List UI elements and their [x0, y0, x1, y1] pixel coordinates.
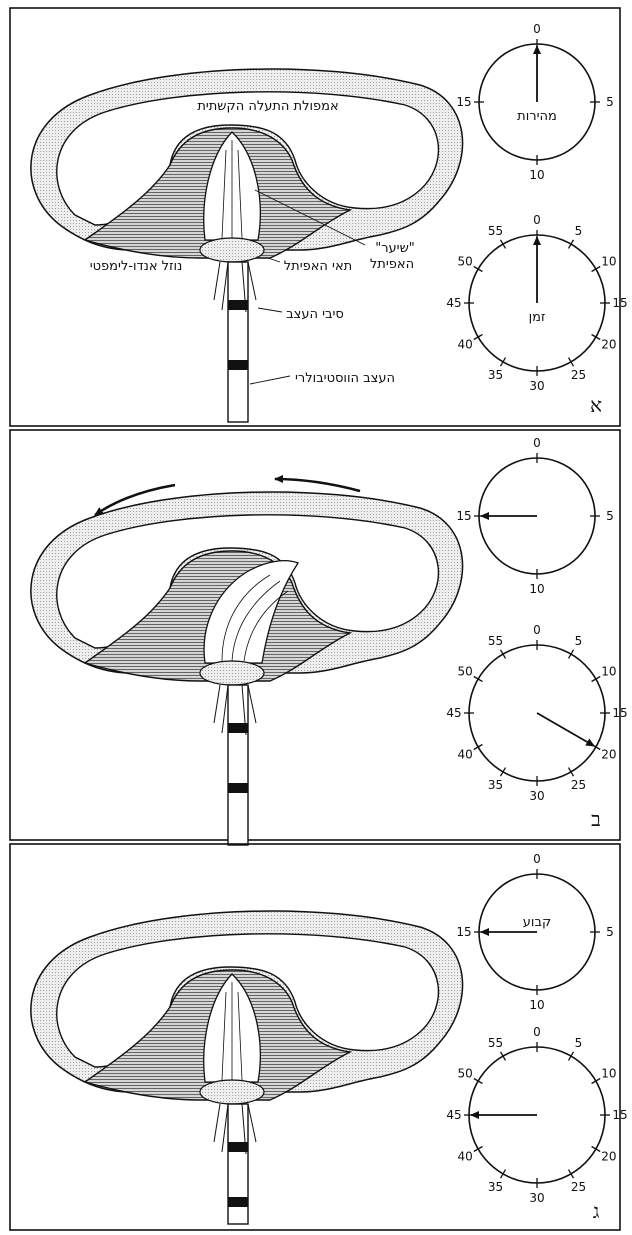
time-tick-label: 50 — [457, 665, 472, 679]
speed-tick-label: 10 — [529, 582, 544, 596]
time-tick-label: 35 — [488, 368, 503, 382]
speed-tick-label: 10 — [529, 168, 544, 182]
flow-arrow-right — [275, 479, 360, 491]
label-hair-2: האפיתל — [370, 257, 414, 272]
speed-tick-label: 5 — [606, 95, 614, 109]
time-tick-label: 55 — [488, 224, 503, 238]
time-tick-label: 20 — [601, 1150, 616, 1164]
time-tick-label: 45 — [446, 1108, 461, 1122]
time-tick-label: 30 — [529, 1191, 544, 1205]
time-tick-label: 50 — [457, 1067, 472, 1081]
panel-letter: א — [590, 393, 602, 417]
time-caption: זמן — [529, 310, 546, 325]
speed-tick-label: 15 — [456, 95, 471, 109]
time-tick-label: 20 — [601, 748, 616, 762]
time-tick-label: 15 — [612, 706, 627, 720]
vestibular-nerve-stalk — [228, 262, 248, 422]
speed-dial: 0 5 10 15 — [456, 436, 613, 596]
time-tick-label: 5 — [575, 224, 583, 238]
epithelial-cells — [200, 1080, 264, 1104]
time-tick-label: 50 — [457, 255, 472, 269]
time-tick-label: 5 — [575, 1036, 583, 1050]
speed-dial: 0 5 10 15 קבוע — [456, 852, 613, 1012]
label-nerve-fibers: סיבי העצב — [286, 307, 344, 322]
label-epithelial-cells: תאי האפיתל — [284, 259, 352, 274]
label-hair-1: "שיער" — [375, 241, 415, 256]
time-dial: 0 5 10 15 20 25 30 35 40 45 50 55 — [446, 623, 627, 803]
time-tick-label: 25 — [571, 368, 586, 382]
canal-structure — [31, 911, 463, 1224]
time-tick-label: 15 — [612, 1108, 627, 1122]
time-dial: 0 5 10 15 20 25 30 35 40 45 50 55 — [446, 1025, 627, 1205]
time-tick-label: 45 — [446, 706, 461, 720]
epithelial-cells — [200, 661, 264, 685]
dials-layer: 051015מהירות0510152025303540455055זמןא05… — [446, 22, 627, 1223]
time-tick-label: 25 — [571, 778, 586, 792]
time-dial: 0 5 10 15 20 25 30 35 40 45 50 55 זמן — [446, 213, 627, 393]
speed-tick-label: 5 — [606, 925, 614, 939]
time-tick-label: 40 — [457, 1150, 472, 1164]
time-tick-label: 35 — [488, 778, 503, 792]
time-tick-label: 0 — [533, 623, 541, 637]
time-tick-label: 40 — [457, 748, 472, 762]
speed-tick-label: 15 — [456, 509, 471, 523]
speed-tick-label: 0 — [533, 852, 541, 866]
time-tick-label: 30 — [529, 379, 544, 393]
epithelial-cells — [200, 238, 264, 262]
time-tick-label: 20 — [601, 338, 616, 352]
time-tick-label: 10 — [601, 255, 616, 269]
speed-tick-label: 10 — [529, 998, 544, 1012]
time-tick-label: 15 — [612, 296, 627, 310]
speed-tick-label: 5 — [606, 509, 614, 523]
speed-caption: מהירות — [517, 109, 557, 124]
panel-letter: ב — [591, 807, 601, 831]
time-tick-label: 30 — [529, 789, 544, 803]
speed-dial: 0 5 10 15 מהירות — [456, 22, 613, 182]
canal-structure — [31, 479, 463, 845]
speed-tick-label: 0 — [533, 436, 541, 450]
label-ampulla: אמפולת התעלה הקשתית — [197, 99, 338, 114]
time-tick-label: 55 — [488, 634, 503, 648]
time-tick-label: 55 — [488, 1036, 503, 1050]
speed-tick-label: 15 — [456, 925, 471, 939]
time-tick-label: 5 — [575, 634, 583, 648]
panel-letter: ג — [593, 1199, 600, 1223]
vestibular-nerve-stalk — [228, 685, 248, 845]
time-tick-label: 0 — [533, 1025, 541, 1039]
time-tick-label: 25 — [571, 1180, 586, 1194]
time-tick-label: 40 — [457, 338, 472, 352]
speed-tick-label: 0 — [533, 22, 541, 36]
time-tick-label: 0 — [533, 213, 541, 227]
speed-caption: קבוע — [523, 915, 551, 930]
label-endolymph: נוזל אנדו-לימפטי — [90, 259, 183, 274]
time-tick-label: 10 — [601, 665, 616, 679]
time-tick-label: 35 — [488, 1180, 503, 1194]
time-tick-label: 10 — [601, 1067, 616, 1081]
time-tick-label: 45 — [446, 296, 461, 310]
label-vestibular-nerve: העצב הווסטיבולרי — [295, 371, 395, 386]
